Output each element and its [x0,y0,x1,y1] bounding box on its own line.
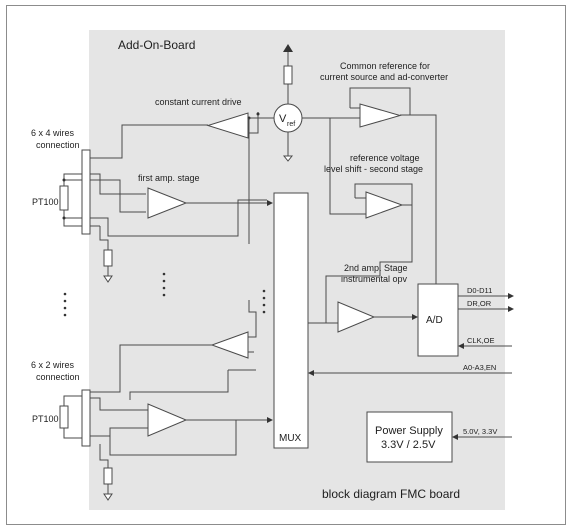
bottom-ground [99,444,113,501]
ellipsis-markers [63,272,266,317]
constant-current-amp [86,112,274,244]
bottom-connector [81,389,91,447]
common-reference-amp [302,87,411,128]
vref-label: V [279,113,287,125]
second-amp-stage [308,301,418,333]
connection-top-line2: connection [36,140,80,150]
ref-voltage-line1: reference voltage [350,153,420,163]
signal-clk-oe: CLK,OE [467,336,495,345]
bottom-first-amp [90,369,273,456]
pt100-top-sensor [59,173,82,227]
second-amp-line2: instrumental opv [341,274,408,284]
ad-reference-line [410,114,437,284]
pt100-bottom-label: PT100 [32,414,59,424]
second-amp-line1: 2nd amp. Stage [344,263,408,273]
common-ref-line1: Common reference for [340,61,430,71]
signal-a0-a3-en: A0-A3,EN [463,363,496,372]
power-supply-block [366,411,453,463]
signal-supply-voltages: 5.0V, 3.3V [463,427,497,436]
ref-voltage-line2: level shift - second stage [324,164,423,174]
connection-bottom-line1: 6 x 2 wires [31,360,75,370]
address-line [308,370,512,376]
first-amp-stage [147,187,273,219]
board-label: Add-On-Board [118,38,195,52]
signal-d0-d11: D0-D11 [467,286,492,295]
pt100-bottom-sensor [59,395,82,439]
constant-current-label: constant current drive [155,97,242,107]
top-connector [81,149,91,235]
connection-bottom-line2: connection [36,372,80,382]
ad-label: A/D [426,315,443,326]
top-connector-wires [90,173,267,283]
footer-label: block diagram FMC board [322,487,460,501]
ad-output-lines [458,293,514,349]
power-supply-line2: 3.3V / 2.5V [381,439,436,451]
first-amp-label: first amp. stage [138,173,200,183]
power-supply-line1: Power Supply [375,425,443,437]
signal-dr-or: DR,OR [467,299,492,308]
pt100-top-label: PT100 [32,197,59,207]
vref-subscript: ref [287,121,295,128]
mux-label: MUX [279,433,302,444]
bottom-current-amp [90,300,257,393]
ad-converter-block [417,283,459,357]
vref-resistor-top [283,65,293,85]
common-ref-line2: current source and ad-converter [320,72,448,82]
mux-block [273,192,309,449]
connection-top-line1: 6 x 4 wires [31,128,75,138]
